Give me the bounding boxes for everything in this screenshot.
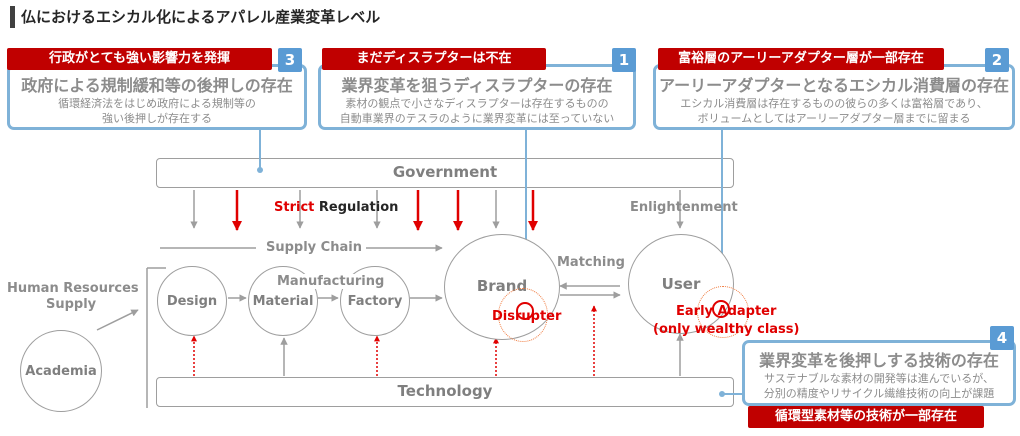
number-badge-2: 2 [985, 48, 1009, 72]
technology-bar: Technology [156, 377, 734, 407]
academia-label: Academia [25, 363, 97, 379]
matching-label: Matching [557, 255, 625, 270]
card-early-adopter: アーリーアダプターとなるエシカル消費層の存在 エシカル消費層は存在するものの彼ら… [653, 64, 1015, 130]
manufacturing-label: Manufacturing [275, 274, 387, 289]
card-description-line: 循環経済法をはじめ政府による規制等の [58, 97, 256, 110]
card-technology: 業界変革を後押しする技術の存在 サステナブルな素材の開発等は進んでいるが、 分別… [742, 340, 1016, 406]
strict-word: Strict [274, 200, 315, 215]
factory-label: Factory [347, 293, 403, 309]
hr-supply-label-line2: Supply [46, 297, 97, 312]
page-title: 仏におけるエシカル化によるアパレル産業変革レベル [10, 6, 380, 28]
number-badge-1: 1 [612, 48, 636, 72]
card-heading: 業界変革を後押しする技術の存在 [759, 351, 999, 370]
design-label: Design [166, 293, 218, 309]
card-heading: 業界変革を狙うディスラプターの存在 [341, 76, 613, 95]
strict-regulation-label: Strict Regulation [274, 200, 398, 215]
design-node: Design [157, 266, 227, 336]
card-description-line: 分別の精度やリサイクル繊維技術の向上が課題 [763, 387, 995, 400]
early-adapter-label: Early Adapter [676, 304, 777, 319]
card-heading: 政府による規制緩和等の後押しの存在 [21, 76, 293, 95]
early-adapter-marker [712, 300, 730, 318]
card-disrupter: 業界変革を狙うディスラプターの存在 素材の観点で小さなディスラプターは存在するも… [318, 64, 636, 130]
government-bar: Government [156, 158, 734, 188]
card-heading: アーリーアダプターとなるエシカル消費層の存在 [659, 76, 1009, 95]
red-label-technology: 循環型素材等の技術が一部存在 [748, 406, 984, 428]
red-label-early-adopter: 富裕層のアーリーアダプター層が一部存在 [658, 48, 944, 70]
disrupter-marker [516, 302, 534, 320]
number-badge-3: 3 [278, 48, 302, 72]
card-description-line: 自動車業界のテスラのように業界変革には至っていない [339, 112, 615, 125]
disrupter-highlight [498, 288, 548, 342]
card-description-line: 強い後押しが存在する [102, 112, 212, 125]
red-label-government: 行政がとても強い影響力を発揮 [7, 48, 272, 70]
only-wealthy-label: (only wealthy class) [653, 322, 800, 337]
disrupter-label: Disrupter [492, 309, 562, 324]
early-adapter-highlight [697, 286, 749, 338]
card-description-line: エシカル消費層は存在するものの彼らの多くは富裕層であり、 [680, 97, 988, 110]
enlightenment-label: Enlightenment [630, 200, 738, 215]
regulation-word: Regulation [318, 200, 399, 215]
number-badge-4: 4 [990, 326, 1014, 350]
card-description-line: 素材の観点で小さなディスラプターは存在するものの [345, 97, 609, 110]
red-label-disrupter: まだディスラプターは不在 [322, 48, 546, 70]
card-description-line: サステナブルな素材の開発等は進んでいるが、 [763, 372, 994, 385]
supply-chain-label: Supply Chain [262, 240, 366, 255]
academia-node: Academia [20, 330, 102, 412]
hr-supply-label-line1: Human Resources [7, 281, 139, 296]
card-description-line: ボリュームとしてはアーリーアダプター層までに留まる [697, 112, 971, 125]
material-label: Material [252, 293, 314, 309]
user-label: User [661, 275, 701, 293]
